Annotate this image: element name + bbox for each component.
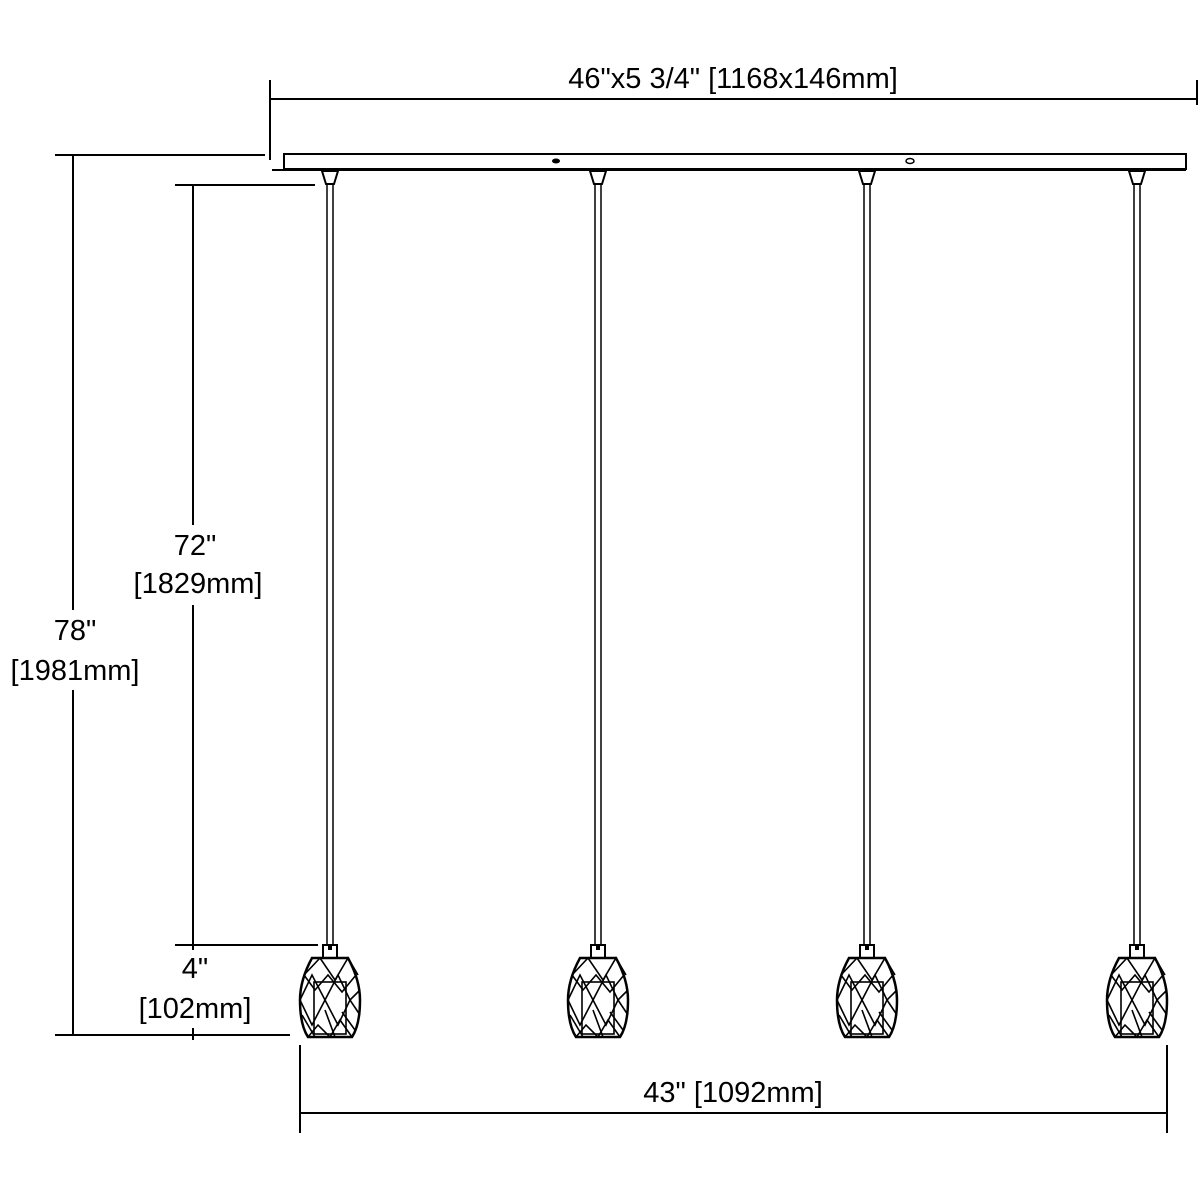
shade-height-in: 4" (182, 953, 208, 985)
cord-length-dimension: 72" [1829mm] 4" [102mm] (120, 184, 318, 1040)
pendant-2 (566, 169, 630, 1039)
overall-height-dimension: 78" [1981mm] (0, 154, 290, 1036)
canopy-width-dimension: 46"x5 3/4" [1168x146mm] (269, 60, 1198, 160)
cord-length-mm: [1829mm] (134, 568, 263, 600)
canopy (272, 153, 1187, 171)
overall-height-in: 78" (54, 615, 97, 647)
cord-length-in: 72" (174, 530, 217, 562)
canopy-size-label: 46"x5 3/4" [1168x146mm] (568, 63, 898, 95)
pendant-3 (835, 169, 899, 1039)
overall-height-mm: [1981mm] (11, 655, 140, 687)
pendant-4 (1105, 169, 1169, 1039)
pendant-span-label: 43" [1092mm] (643, 1077, 823, 1109)
pendant-1 (298, 169, 362, 1039)
pendant-span-dimension: 43" [1092mm] (299, 1045, 1168, 1133)
shade-height-mm: [102mm] (139, 993, 252, 1025)
